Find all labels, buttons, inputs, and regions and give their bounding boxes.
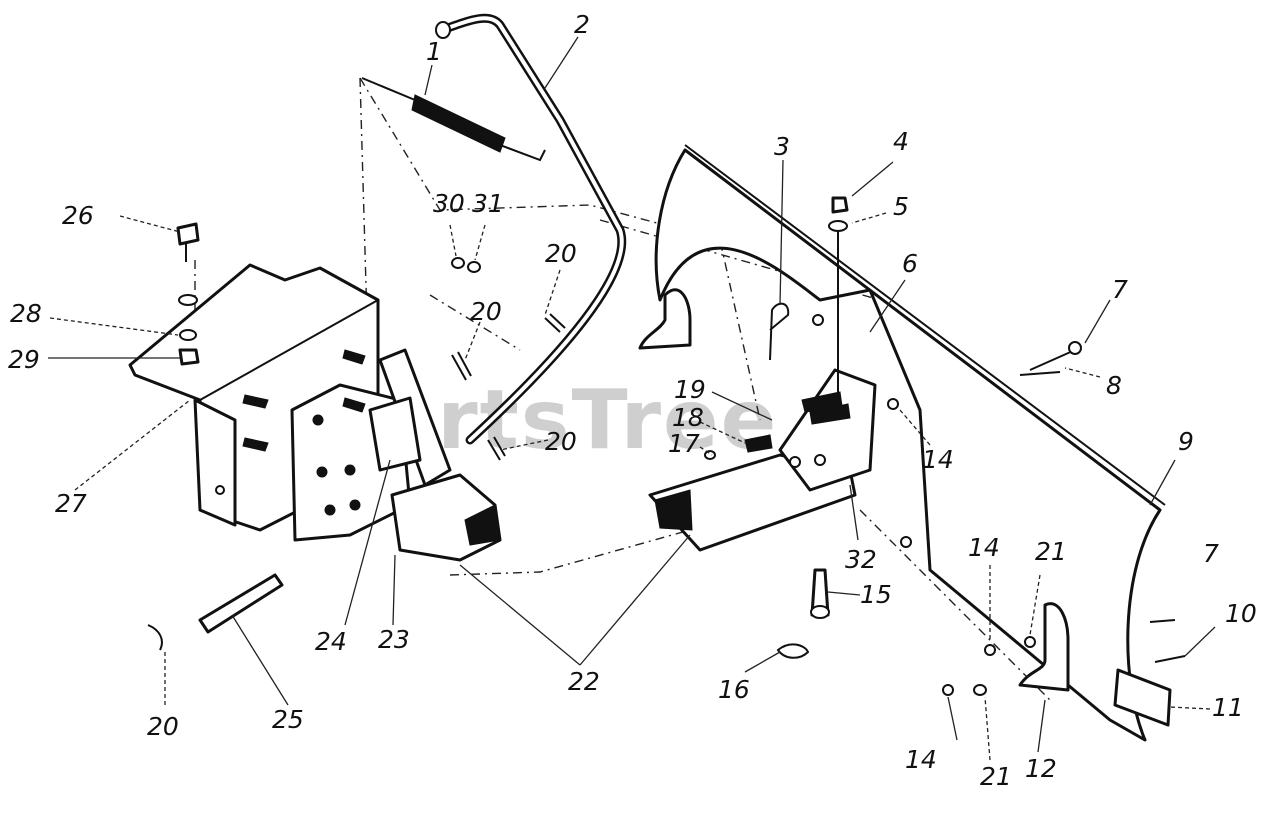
callout-14-lower: 14 <box>905 745 937 774</box>
callout-21-upper: 21 <box>1035 537 1067 566</box>
callout-11: 11 <box>1212 693 1244 722</box>
blade-mount-bracket-part <box>778 368 877 492</box>
callout-17: 17 <box>668 429 700 458</box>
callout-28: 28 <box>10 299 42 328</box>
callout-20-mid: 20 <box>470 297 502 326</box>
callout-23: 23 <box>378 625 410 654</box>
callout-7-lower: 7 <box>1203 539 1219 568</box>
callout-24: 24 <box>315 627 347 656</box>
callout-18: 18 <box>672 403 704 432</box>
callout-14-upper: 14 <box>968 533 1000 562</box>
callout-32: 32 <box>845 545 877 574</box>
callout-20-top: 20 <box>545 239 577 268</box>
callout-8: 8 <box>1106 371 1122 400</box>
spring-set <box>704 391 851 460</box>
pivot-pin-part <box>147 573 284 651</box>
lift-handle-part <box>435 13 627 445</box>
bolt-nut-washer-stack <box>176 222 200 366</box>
callout-20-low: 20 <box>545 427 577 456</box>
callout-31: 31 <box>472 189 504 218</box>
callout-leader-lines <box>48 36 1216 761</box>
callout-30: 30 <box>433 189 465 218</box>
clip-parts <box>451 257 481 273</box>
push-frame-part <box>390 453 857 562</box>
callout-22: 22 <box>568 667 600 696</box>
callout-27: 27 <box>55 489 87 518</box>
callout-6: 6 <box>902 249 918 278</box>
callout-21-lower: 21 <box>980 762 1012 791</box>
callout-26: 26 <box>62 201 94 230</box>
callout-29: 29 <box>8 345 40 374</box>
trip-latch-parts <box>638 288 1070 692</box>
callout-12: 12 <box>1025 754 1057 783</box>
callout-7-top: 7 <box>1112 275 1128 304</box>
callout-10: 10 <box>1225 599 1257 628</box>
callout-4: 4 <box>893 127 909 156</box>
pivot-plate-part <box>290 348 452 542</box>
cotter-pins <box>451 313 566 461</box>
callout-labels: 1 2 3 4 5 6 7 8 9 10 11 12 14 14 14 15 1… <box>8 10 1257 791</box>
hitch-pins <box>769 302 810 659</box>
callout-16: 16 <box>718 675 750 704</box>
callout-2: 2 <box>574 10 590 39</box>
bracket-studs <box>242 349 366 452</box>
callout-14-mid: 14 <box>922 445 954 474</box>
blade-hardware <box>810 196 1186 696</box>
dozer-blade-part <box>654 144 1172 742</box>
callout-15: 15 <box>860 580 892 609</box>
callout-20-pin: 20 <box>147 712 179 741</box>
callout-1: 1 <box>426 37 442 66</box>
callout-5: 5 <box>893 192 909 221</box>
callout-3: 3 <box>774 132 790 161</box>
callout-25: 25 <box>272 705 304 734</box>
spring-cable-part <box>361 77 546 162</box>
callout-9: 9 <box>1178 427 1194 456</box>
callout-19: 19 <box>674 375 706 404</box>
